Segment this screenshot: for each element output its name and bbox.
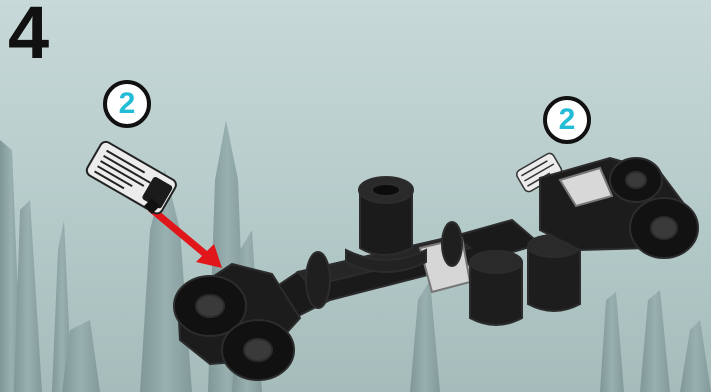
step-number: 4 [8, 0, 49, 70]
quantity-badge-left: 2 [103, 80, 151, 128]
quantity-badge-right: 2 [543, 96, 591, 144]
